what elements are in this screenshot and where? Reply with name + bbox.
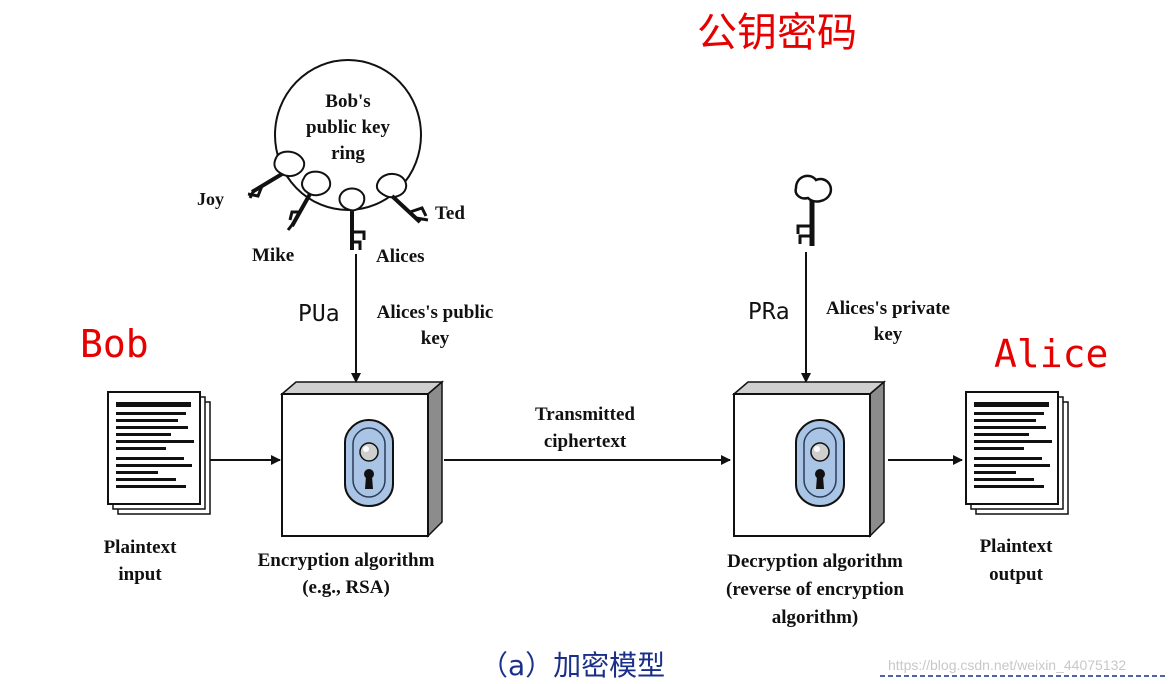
lock-icon	[344, 419, 394, 507]
ciphertext-label: Transmitted ciphertext	[535, 404, 635, 452]
key-owner-joy: Joy	[197, 189, 224, 209]
plaintext-output-document	[965, 391, 1069, 515]
public-key-label: Alices's public key	[376, 302, 494, 349]
private-key-icon	[794, 174, 833, 246]
sender-name: Bob	[80, 322, 149, 366]
private-key-label: Alices's private key	[825, 298, 950, 345]
plaintext-input-document	[107, 391, 211, 515]
decryption-label: Decryption algorithm (reverse of encrypt…	[726, 551, 904, 628]
encryption-label: Encryption algorithm (e.g., RSA)	[257, 550, 435, 598]
encryption-box	[279, 380, 445, 538]
private-key-symbol: PRa	[748, 299, 790, 325]
key-owner-ted: Ted	[435, 203, 465, 224]
plaintext-output-label: Plaintext output	[979, 536, 1053, 585]
key-icon-mike	[286, 170, 332, 231]
plaintext-input-label: Plaintext input	[103, 537, 177, 585]
figure-caption: （a）加密模型	[480, 649, 666, 682]
decryption-box	[731, 380, 887, 538]
page-title: 公钥密码	[697, 10, 857, 56]
key-icon-ted	[375, 173, 429, 224]
lock-icon	[795, 419, 845, 507]
key-icon-alices	[338, 187, 366, 250]
receiver-name: Alice	[994, 332, 1109, 376]
key-icon-joy	[247, 150, 306, 199]
public-key-symbol: PUa	[298, 301, 340, 327]
watermark: https://blog.csdn.net/weixin_44075132	[888, 657, 1127, 673]
key-ring-label: Bob's public key ring	[306, 91, 390, 164]
key-owner-mike: Mike	[252, 245, 295, 266]
key-owner-alices: Alices	[376, 246, 425, 267]
